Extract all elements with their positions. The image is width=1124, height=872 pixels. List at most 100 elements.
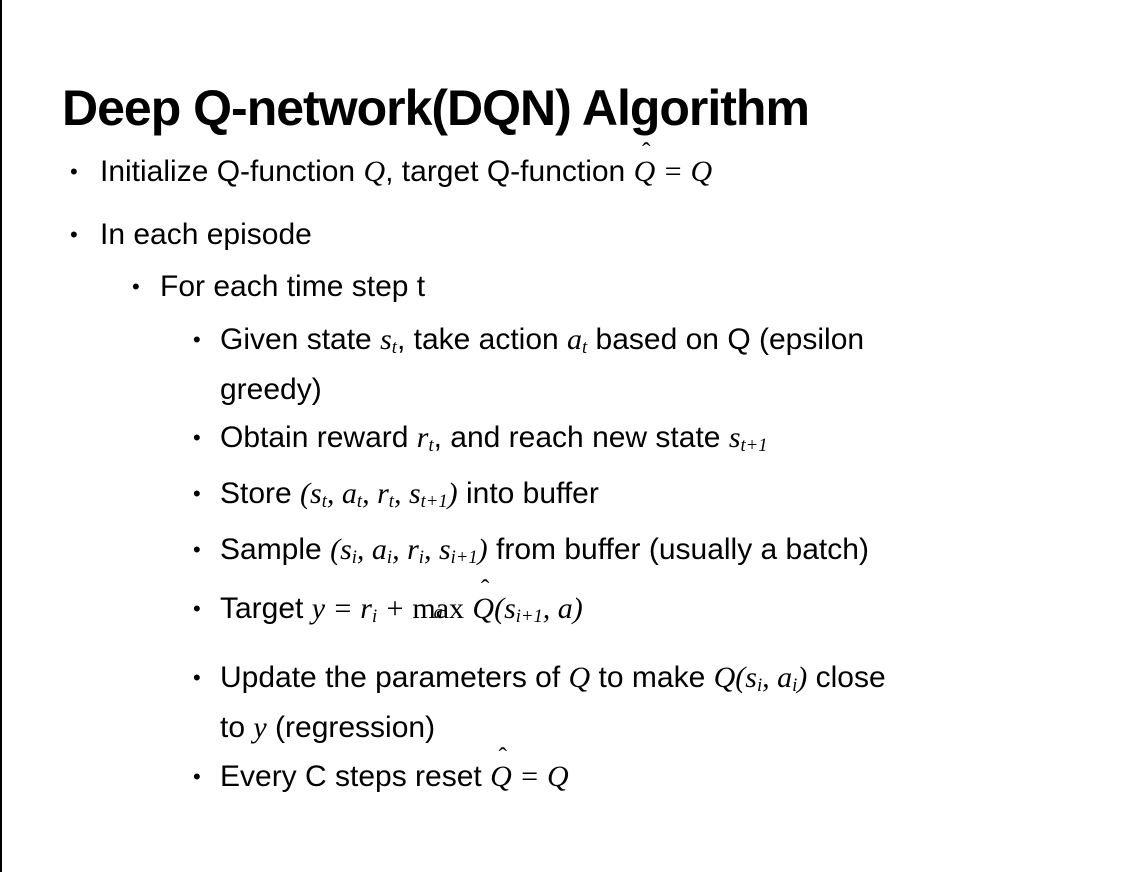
bullet-text: Initialize Q-function Q, target Q-functi… — [100, 139, 713, 195]
math-subscript-term: st+1 — [408, 477, 448, 513]
bullet-marker: • — [193, 665, 201, 690]
bullet-text: In each episode — [100, 212, 312, 258]
text-segment: to — [220, 711, 254, 744]
math-segment: = Q — [655, 155, 713, 188]
bullet-item: • Obtain reward rt, and reach new state s… — [193, 415, 1118, 465]
hat-accent: ˆ — [642, 136, 651, 166]
text-segment — [464, 592, 472, 625]
max-underscript: a — [433, 602, 443, 624]
math-base: Q — [472, 592, 495, 625]
math-segment: , — [356, 533, 372, 566]
math-base: s — [340, 533, 352, 566]
bullet-item: • Update the parameters of Q to make Q(si… — [193, 655, 1118, 751]
math-base: s — [380, 323, 392, 356]
text-segment: , and reach new state — [433, 421, 729, 454]
math-subscript-term: ai — [372, 533, 393, 569]
math-segment: , — [392, 533, 408, 566]
math-segment: ) — [797, 661, 808, 694]
math-base: s — [408, 477, 421, 510]
math-segment: y — [253, 711, 267, 744]
math-base: s — [310, 477, 322, 510]
math-base: s — [728, 421, 741, 454]
text-segment: based on Q (epsilon — [587, 323, 865, 356]
math-subscript-term: ai — [777, 661, 797, 696]
text-segment: , target Q-function — [385, 155, 634, 188]
math-sub: t — [321, 491, 327, 513]
math-segment: = Q — [511, 760, 569, 793]
math-base: s — [504, 592, 516, 625]
math-segment: ( — [330, 533, 341, 566]
math-base: r — [360, 592, 372, 625]
math-subscript-term: si+1 — [504, 592, 543, 628]
bullet-marker: • — [193, 596, 201, 621]
math-segment: , — [393, 477, 409, 510]
math-sub: t — [356, 491, 363, 513]
math-sub: t — [388, 491, 394, 513]
math-segment: Q — [363, 155, 386, 188]
bullet-marker: • — [193, 327, 201, 352]
bullet-marker: • — [70, 159, 78, 184]
math-segment: Q( — [713, 661, 746, 694]
bullet-marker: • — [193, 481, 201, 506]
bullet-text: Update the parameters of Q to make Q(si,… — [220, 655, 886, 751]
text-segment: For each time step t — [160, 270, 426, 303]
text-segment: Target — [220, 592, 312, 625]
math-segment: ( — [494, 592, 505, 625]
bullet-marker: • — [193, 425, 201, 450]
bullet-list: •Initialize Q-function Q, target Q-funct… — [0, 139, 1118, 800]
bullet-text: For each time step t — [160, 264, 425, 310]
math-segment: ) — [477, 533, 488, 566]
bullet-text: Obtain reward rt, and reach new state st… — [220, 415, 768, 465]
math-segment: ( — [300, 477, 311, 510]
math-subscript-term: rt — [377, 477, 394, 513]
math-sub: i+1 — [515, 606, 543, 628]
math-subscript-term: ri — [407, 533, 424, 568]
text-segment: In each episode — [100, 218, 312, 251]
math-subscript-term: si+1 — [438, 533, 478, 568]
math-segment: , — [762, 661, 778, 694]
math-base: a — [567, 323, 583, 356]
text-segment: Obtain reward — [220, 421, 417, 454]
hat-accent: ˆ — [480, 573, 490, 603]
text-segment: Given state — [220, 323, 381, 356]
text-segment: greedy) — [220, 373, 322, 406]
math-subscript-term: at — [567, 323, 588, 359]
math-sub: t — [582, 337, 588, 359]
math-base: r — [416, 421, 429, 454]
bullet-item: •Store (st, at, rt, st+1) into buffer — [193, 471, 1118, 521]
math-sub: i — [386, 547, 393, 569]
math-sub: t — [391, 337, 397, 359]
text-segment: close — [807, 661, 886, 694]
math-base: s — [745, 661, 757, 694]
math-segment: ) — [447, 477, 458, 510]
math-subscript-term: st — [310, 477, 327, 513]
math-sub: t+1 — [420, 491, 448, 513]
math-segment: , — [362, 477, 378, 510]
math-segment: + — [377, 592, 413, 625]
math-base: r — [377, 477, 389, 510]
math-base: s — [438, 533, 451, 566]
math-base: r — [407, 533, 419, 566]
text-segment: to make — [590, 661, 714, 694]
text-segment: , take action — [396, 323, 568, 356]
math-segment: y = — [311, 592, 361, 625]
hat-accent: ˆ — [498, 741, 508, 771]
text-segment: Initialize Q-function — [100, 155, 364, 188]
slide-title: Deep Q-network(DQN) Algorithm — [62, 79, 810, 136]
bullet-marker: • — [132, 274, 140, 299]
max-base: max — [412, 592, 465, 625]
text-segment: Every C steps reset — [220, 760, 491, 793]
math-segment: , a) — [542, 592, 583, 625]
math-base: a — [777, 661, 793, 694]
math-base: a — [341, 477, 357, 510]
math-sub: t+1 — [740, 435, 768, 457]
bullet-item: •Sample (si, ai, ri, si+1) from buffer (… — [193, 527, 1118, 577]
math-segment: Q — [568, 661, 591, 694]
math-sub: t — [428, 435, 434, 457]
